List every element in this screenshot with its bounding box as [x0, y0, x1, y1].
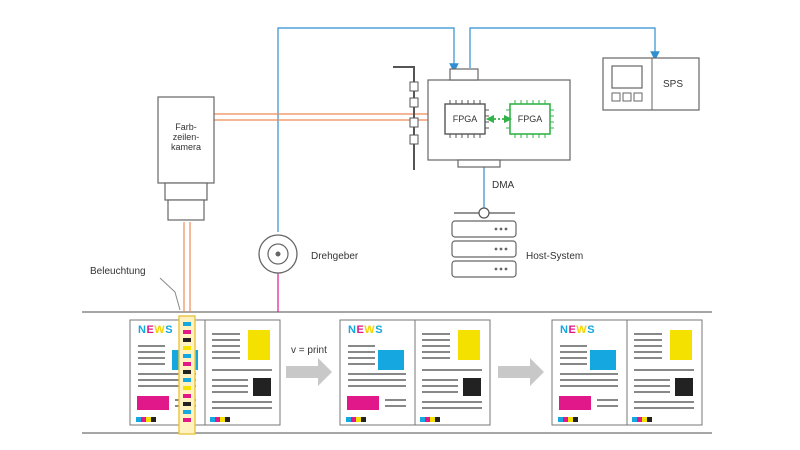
card-bus-connector — [457, 159, 501, 168]
beleuchtung-label: Beleuchtung — [90, 266, 146, 277]
camera-label-line-1: Farb- — [175, 122, 197, 132]
news-letter-s: S — [587, 324, 596, 336]
news-letter-n: N — [138, 324, 147, 336]
scan-line-strip — [178, 315, 196, 435]
news-letter-w: W — [576, 324, 588, 336]
encoder-signal-line — [277, 27, 459, 232]
fpga-right-label: FPGA — [518, 114, 543, 124]
fpga-left-label: FPGA — [453, 114, 478, 124]
sps-device-icon — [602, 57, 700, 111]
fpga-chip-icon — [444, 100, 489, 138]
motion-arrow-icon — [286, 358, 332, 386]
server-stack-icon — [451, 220, 517, 278]
newspaper-headline: NEWS — [560, 324, 595, 336]
drehgeber-label: Drehgeber — [311, 251, 359, 262]
sps-signal-line — [469, 27, 660, 68]
dma-connector-icon — [478, 207, 490, 219]
beleuchtung-pointer — [159, 277, 181, 311]
sps-label: SPS — [663, 79, 684, 90]
news-letter-e: E — [146, 324, 155, 336]
news-letter-w: W — [154, 324, 166, 336]
camera-label: Farb- zeilen- kamera — [160, 122, 212, 152]
news-letter-e: E — [356, 324, 365, 336]
newspaper-icon — [551, 319, 703, 426]
camera-icon — [157, 96, 215, 221]
camera-label-line-3: kamera — [170, 142, 201, 152]
motion-arrow-icon — [498, 358, 544, 386]
news-letter-n: N — [560, 324, 569, 336]
newspaper-headline: NEWS — [348, 324, 383, 336]
host-system-label: Host-System — [526, 251, 584, 262]
speed-label: v = print — [291, 345, 327, 356]
newspaper-icon — [339, 319, 491, 426]
news-letter-w: W — [364, 324, 376, 336]
news-letter-s: S — [375, 324, 384, 336]
encoder-icon — [258, 234, 298, 274]
news-letter-n: N — [348, 324, 357, 336]
camera-label-line-2: zeilen- — [172, 132, 200, 142]
card-top-connector — [449, 68, 479, 81]
newspaper-headline: NEWS — [138, 324, 173, 336]
dma-label: DMA — [492, 180, 515, 191]
news-letter-e: E — [568, 324, 577, 336]
news-letter-s: S — [165, 324, 174, 336]
